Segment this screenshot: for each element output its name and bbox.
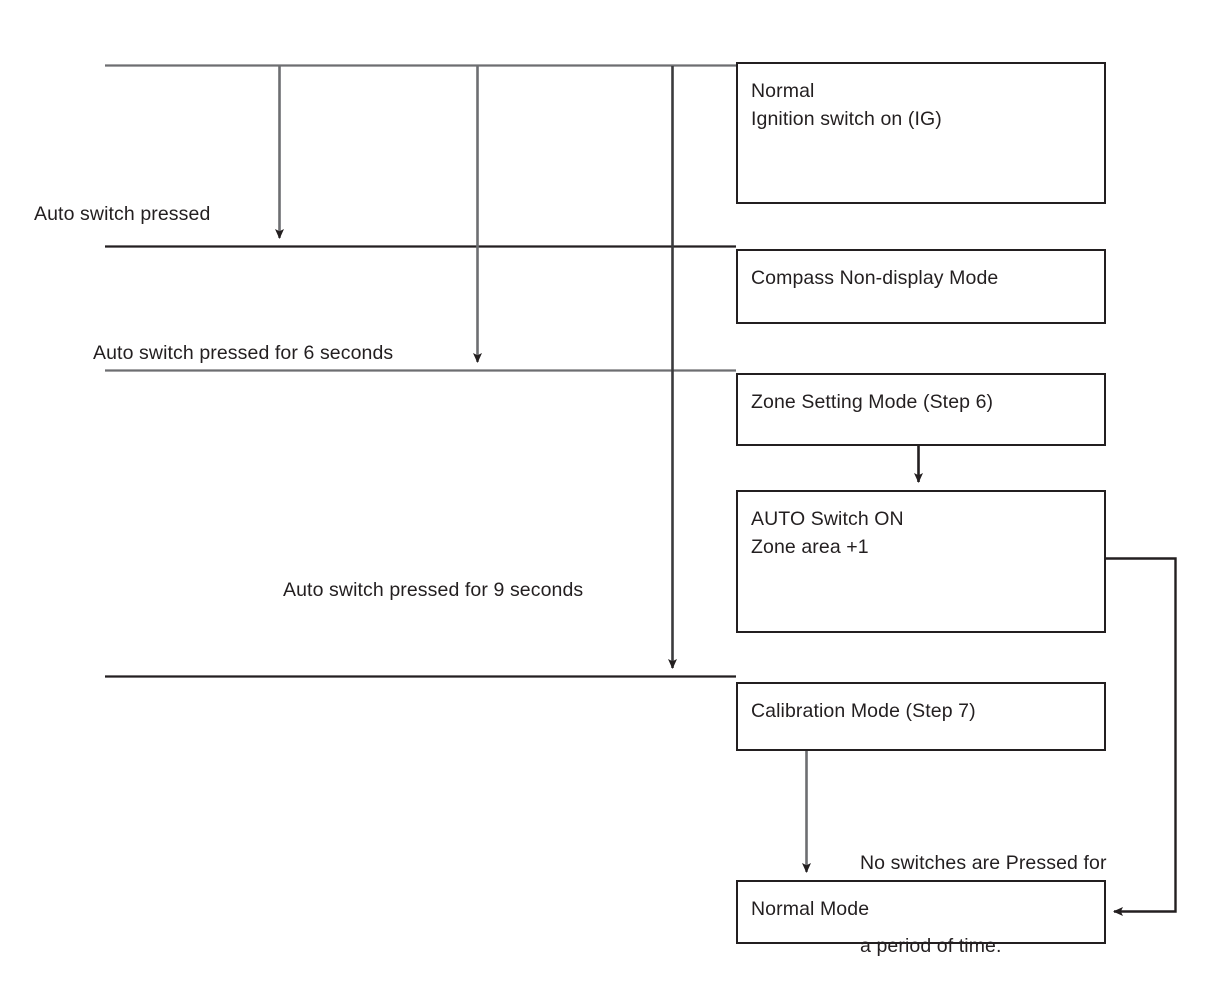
node-normal-ignition-line-2: Ignition switch on (IG): [751, 107, 942, 130]
edge-label-auto-switch-pressed: Auto switch pressed: [34, 146, 210, 284]
node-normal-mode[interactable]: Normal Mode: [736, 880, 1106, 944]
edge-label-auto-switch-6s-line-1: Auto switch pressed for 6 seconds: [93, 342, 394, 365]
arrow-auto-loopback: [1106, 557, 1177, 916]
edge-label-auto-switch-6s: Auto switch pressed for 6 seconds: [93, 285, 393, 423]
node-normal-ignition[interactable]: Normal Ignition switch on (IG): [736, 62, 1106, 204]
edge-label-auto-switch-9s-line-1: Auto switch pressed for 9 seconds: [283, 579, 584, 602]
edge-label-no-switches-timeout-line-2: a period of time.: [860, 935, 1002, 958]
edge-label-auto-switch-9s: Auto switch pressed for 9 seconds: [283, 522, 583, 660]
node-auto-switch-on[interactable]: AUTO Switch ON Zone area +1: [736, 490, 1106, 633]
node-calibration-line-1: Calibration Mode (Step 7): [751, 700, 976, 722]
node-zone-setting[interactable]: Zone Setting Mode (Step 6): [736, 373, 1106, 446]
node-zone-setting-line-1: Zone Setting Mode (Step 6): [751, 391, 994, 413]
node-normal-ignition-line-1: Normal: [751, 80, 815, 102]
node-normal-mode-line-1: Normal Mode: [751, 898, 870, 920]
edge-label-auto-switch-pressed-line-1: Auto switch pressed: [34, 203, 211, 226]
node-compass-non-display-line-1: Compass Non-display Mode: [751, 267, 999, 289]
node-auto-switch-on-line-2: Zone area +1: [751, 535, 869, 558]
node-calibration[interactable]: Calibration Mode (Step 7): [736, 682, 1106, 751]
edge-label-no-switches-timeout-line-1: No switches are Pressed for: [860, 852, 1107, 875]
edge-label-no-switches-timeout: No switches are Pressed for a period of …: [860, 795, 1107, 986]
node-auto-switch-on-line-1: AUTO Switch ON: [751, 508, 904, 530]
node-compass-non-display[interactable]: Compass Non-display Mode: [736, 249, 1106, 324]
